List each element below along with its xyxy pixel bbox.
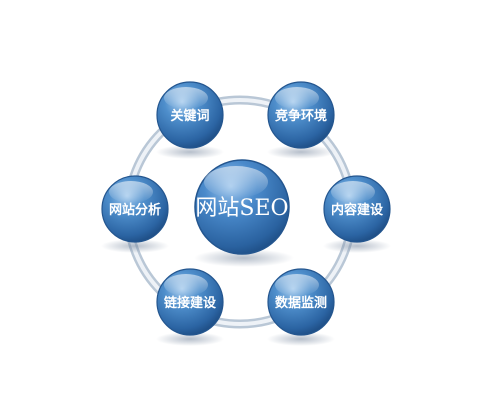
- node-analysis: 网站分析: [101, 175, 169, 253]
- node-label-keywords: 关键词: [170, 108, 209, 124]
- node-label-competition: 竞争环境: [275, 108, 327, 124]
- node-links: 链接建设: [156, 268, 224, 346]
- node-content: 内容建设: [323, 175, 391, 253]
- node-label-analysis: 网站分析: [109, 202, 161, 218]
- node-monitoring: 数据监测: [267, 268, 335, 346]
- center-node: 网站SEO: [194, 159, 294, 267]
- node-label-content: 内容建设: [331, 202, 384, 218]
- node-keywords: 关键词: [156, 81, 224, 159]
- node-label-links: 链接建设: [163, 295, 217, 311]
- node-label-monitoring: 数据监测: [275, 295, 327, 311]
- center-label: 网站SEO: [195, 196, 288, 221]
- node-competition: 竞争环境: [267, 81, 335, 159]
